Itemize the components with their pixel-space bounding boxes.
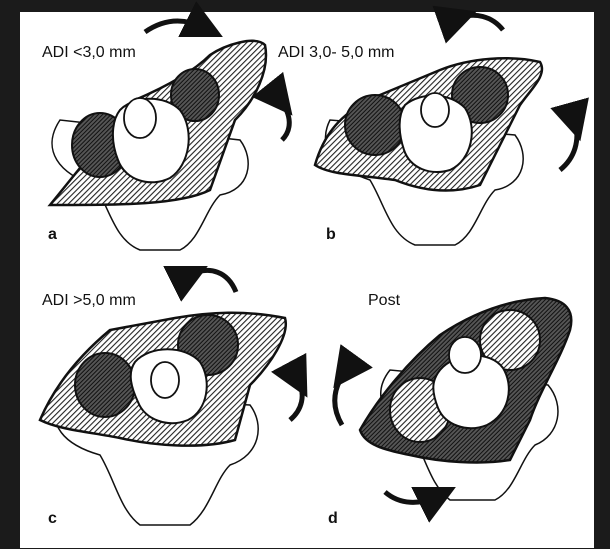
caption-panel-b: ADI 3,0- 5,0 mm	[278, 44, 394, 62]
dens-a	[124, 98, 156, 138]
dens-c	[151, 362, 179, 398]
curved-arrow-icon	[335, 372, 345, 425]
dens-d	[449, 337, 481, 373]
curved-arrow-icon	[190, 270, 236, 292]
panel-letter-c: c	[48, 510, 57, 528]
facet-left-c	[75, 353, 135, 417]
panel-letter-d: d	[328, 510, 338, 528]
curved-arrow-icon	[290, 380, 302, 420]
caption-panel-c: ADI >5,0 mm	[42, 292, 136, 310]
curved-arrow-icon	[145, 21, 205, 32]
caption-panel-d: Post	[368, 292, 400, 310]
panel-letter-b: b	[326, 226, 336, 244]
curved-arrow-icon	[560, 122, 577, 170]
panel-letter-a: a	[48, 226, 57, 244]
curved-arrow-icon	[385, 492, 438, 502]
dens-b	[421, 93, 449, 127]
curved-arrow-icon	[458, 15, 503, 30]
facet-left-b	[345, 95, 405, 155]
curved-arrow-icon	[280, 100, 289, 140]
panel-d-drawing	[335, 298, 571, 502]
caption-panel-a: ADI <3,0 mm	[42, 44, 136, 62]
